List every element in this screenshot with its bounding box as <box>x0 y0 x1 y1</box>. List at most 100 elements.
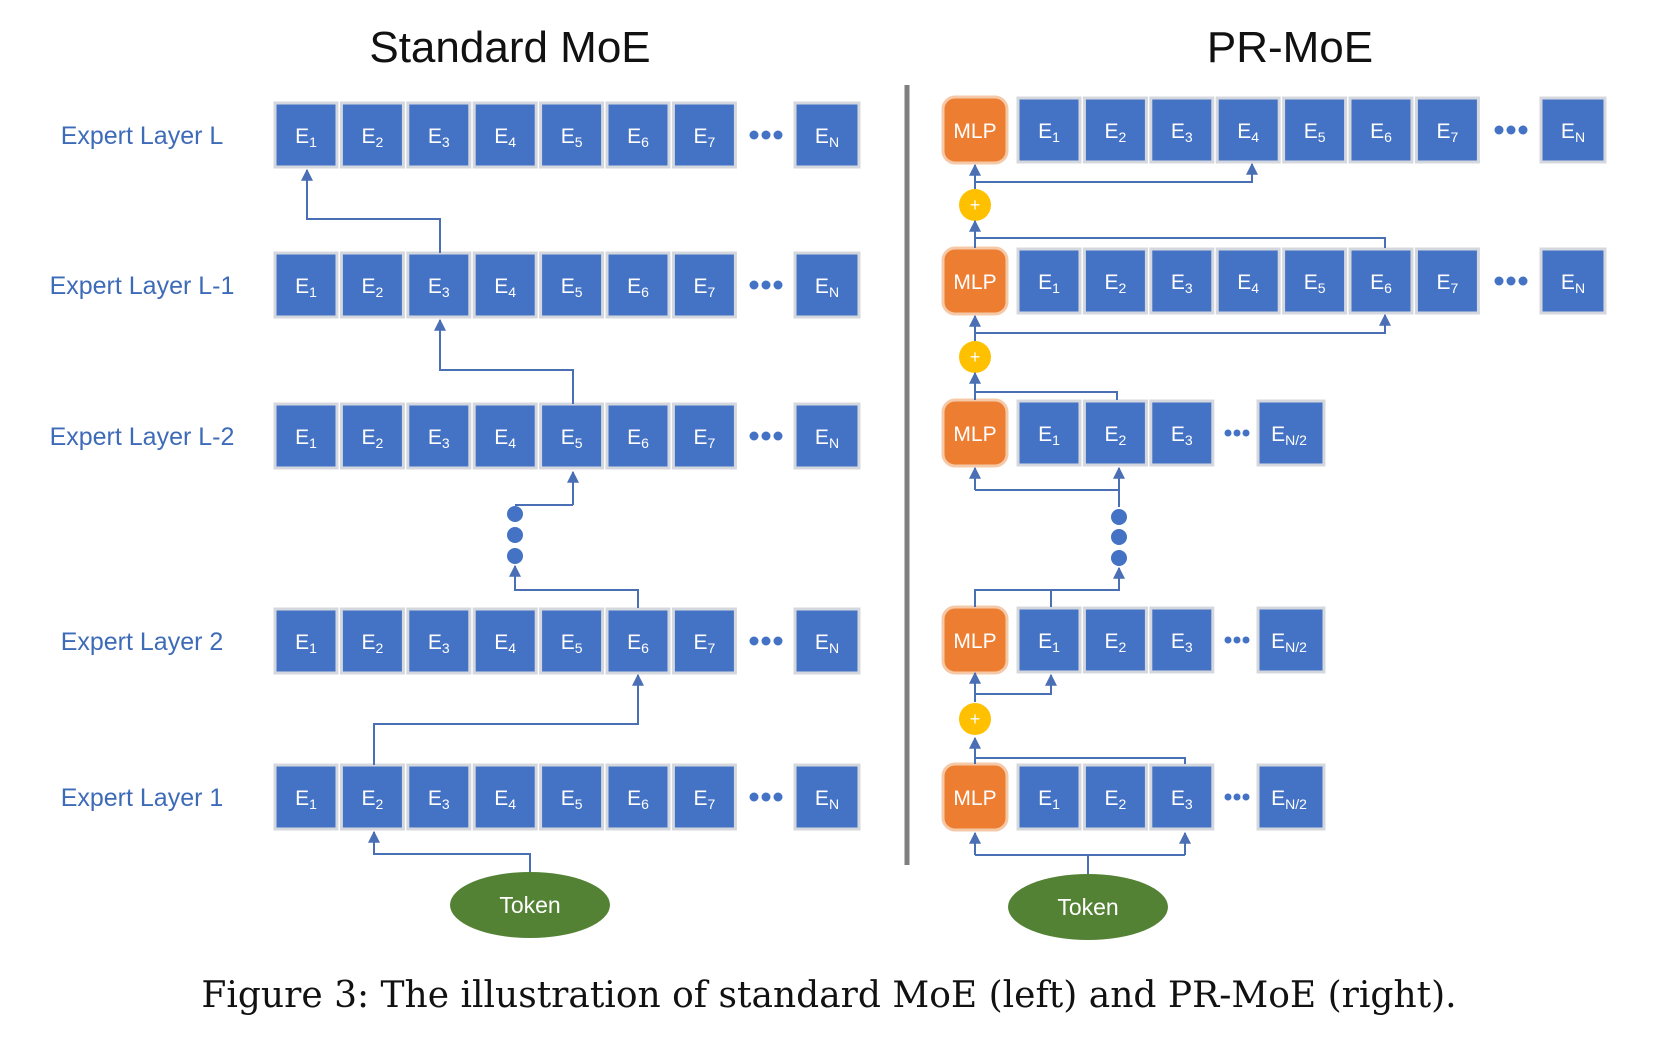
layer-label-3: Expert Layer L-2 <box>50 423 235 451</box>
expert-en: EN <box>793 101 861 169</box>
expert-e5: E5 <box>539 251 605 319</box>
token-left-label: Token <box>499 892 560 918</box>
routing-line <box>974 237 1386 248</box>
expert-en: EN <box>1539 96 1607 164</box>
expert-e2: E2 <box>339 402 405 470</box>
expert-e4: E4 <box>472 402 538 470</box>
routing-line <box>975 313 1391 334</box>
routing-line <box>974 755 1186 764</box>
residual-add-label: + <box>970 709 981 729</box>
routing-line <box>368 830 531 872</box>
routing-line <box>974 391 1118 400</box>
expert-e3: E3 <box>1149 606 1215 674</box>
layer-gap-dots-right <box>1111 509 1127 566</box>
expert-e6: E6 <box>605 607 671 675</box>
figure-caption: Figure 3: The illustration of standard M… <box>201 975 1457 1016</box>
mlp-block: MLP <box>941 246 1009 316</box>
expert-e5: E5 <box>539 763 605 831</box>
expert-e3: E3 <box>1149 763 1215 831</box>
expert-e6: E6 <box>1348 247 1414 315</box>
expert-e7: E7 <box>1414 247 1480 315</box>
expert-e7: E7 <box>671 251 737 319</box>
expert-e2: E2 <box>339 763 405 831</box>
routing-line <box>975 162 1258 183</box>
mlp-block: MLP <box>941 95 1009 165</box>
expert-e1: E1 <box>273 763 339 831</box>
expert-en: EN <box>1539 247 1607 315</box>
expert-e1: E1 <box>1016 96 1082 164</box>
expert-e6: E6 <box>605 251 671 319</box>
expert-e4: E4 <box>472 251 538 319</box>
expert-e4: E4 <box>472 763 538 831</box>
residual-add-icon: + <box>959 189 991 221</box>
expert-e7: E7 <box>671 763 737 831</box>
expert-e3: E3 <box>406 607 472 675</box>
expert-e1: E1 <box>1016 247 1082 315</box>
expert-e1: E1 <box>1016 763 1082 831</box>
expert-en-half: EN/2 <box>1256 763 1326 831</box>
title-pr-moe: PR-MoE <box>1207 23 1373 72</box>
expert-e2: E2 <box>1082 606 1148 674</box>
expert-e7: E7 <box>671 402 737 470</box>
mlp-block: MLP <box>941 605 1009 675</box>
expert-e6: E6 <box>605 101 671 169</box>
expert-e4: E4 <box>472 607 538 675</box>
layer-label-1: Expert Layer L <box>61 122 224 150</box>
expert-e2: E2 <box>1082 399 1148 467</box>
expert-en: EN <box>793 251 861 319</box>
expert-e5: E5 <box>539 607 605 675</box>
expert-ellipsis <box>749 130 783 140</box>
token-right-label: Token <box>1057 894 1118 920</box>
routing-line <box>509 564 639 608</box>
expert-e2: E2 <box>1082 763 1148 831</box>
expert-ellipsis <box>1224 636 1250 644</box>
expert-e1: E1 <box>273 101 339 169</box>
expert-e1: E1 <box>273 607 339 675</box>
expert-ellipsis <box>1494 125 1528 135</box>
expert-ellipsis <box>749 280 783 290</box>
expert-e3: E3 <box>1149 247 1215 315</box>
moe-diagram: Standard MoE PR-MoE Expert Layer LExpert… <box>50 23 1607 940</box>
expert-e5: E5 <box>539 101 605 169</box>
expert-e4: E4 <box>472 101 538 169</box>
mlp-label: MLP <box>953 271 996 294</box>
expert-e2: E2 <box>1082 247 1148 315</box>
expert-en: EN <box>793 763 861 831</box>
routing-line <box>434 318 574 404</box>
expert-e6: E6 <box>1348 96 1414 164</box>
expert-e1: E1 <box>273 251 339 319</box>
routing-lines <box>301 162 1391 874</box>
expert-e6: E6 <box>605 402 671 470</box>
expert-e5: E5 <box>1282 247 1348 315</box>
expert-e1: E1 <box>273 402 339 470</box>
expert-en-half: EN/2 <box>1256 606 1326 674</box>
token-right: Token <box>1008 874 1168 940</box>
expert-ellipsis <box>749 431 783 441</box>
residual-add-icon: + <box>959 341 991 373</box>
expert-e5: E5 <box>539 402 605 470</box>
layer-gap-dots-left <box>507 506 523 564</box>
routing-line <box>975 673 1057 695</box>
mlp-label: MLP <box>953 630 996 653</box>
layer-label-5: Expert Layer 1 <box>61 784 224 812</box>
residual-add-icon: + <box>959 703 991 735</box>
mlp-block: MLP <box>941 398 1009 468</box>
expert-e2: E2 <box>339 251 405 319</box>
expert-e1: E1 <box>1016 606 1082 674</box>
expert-e3: E3 <box>406 251 472 319</box>
expert-e2: E2 <box>339 101 405 169</box>
expert-en-half: EN/2 <box>1256 399 1326 467</box>
layer-label-4: Expert Layer 2 <box>61 628 224 656</box>
